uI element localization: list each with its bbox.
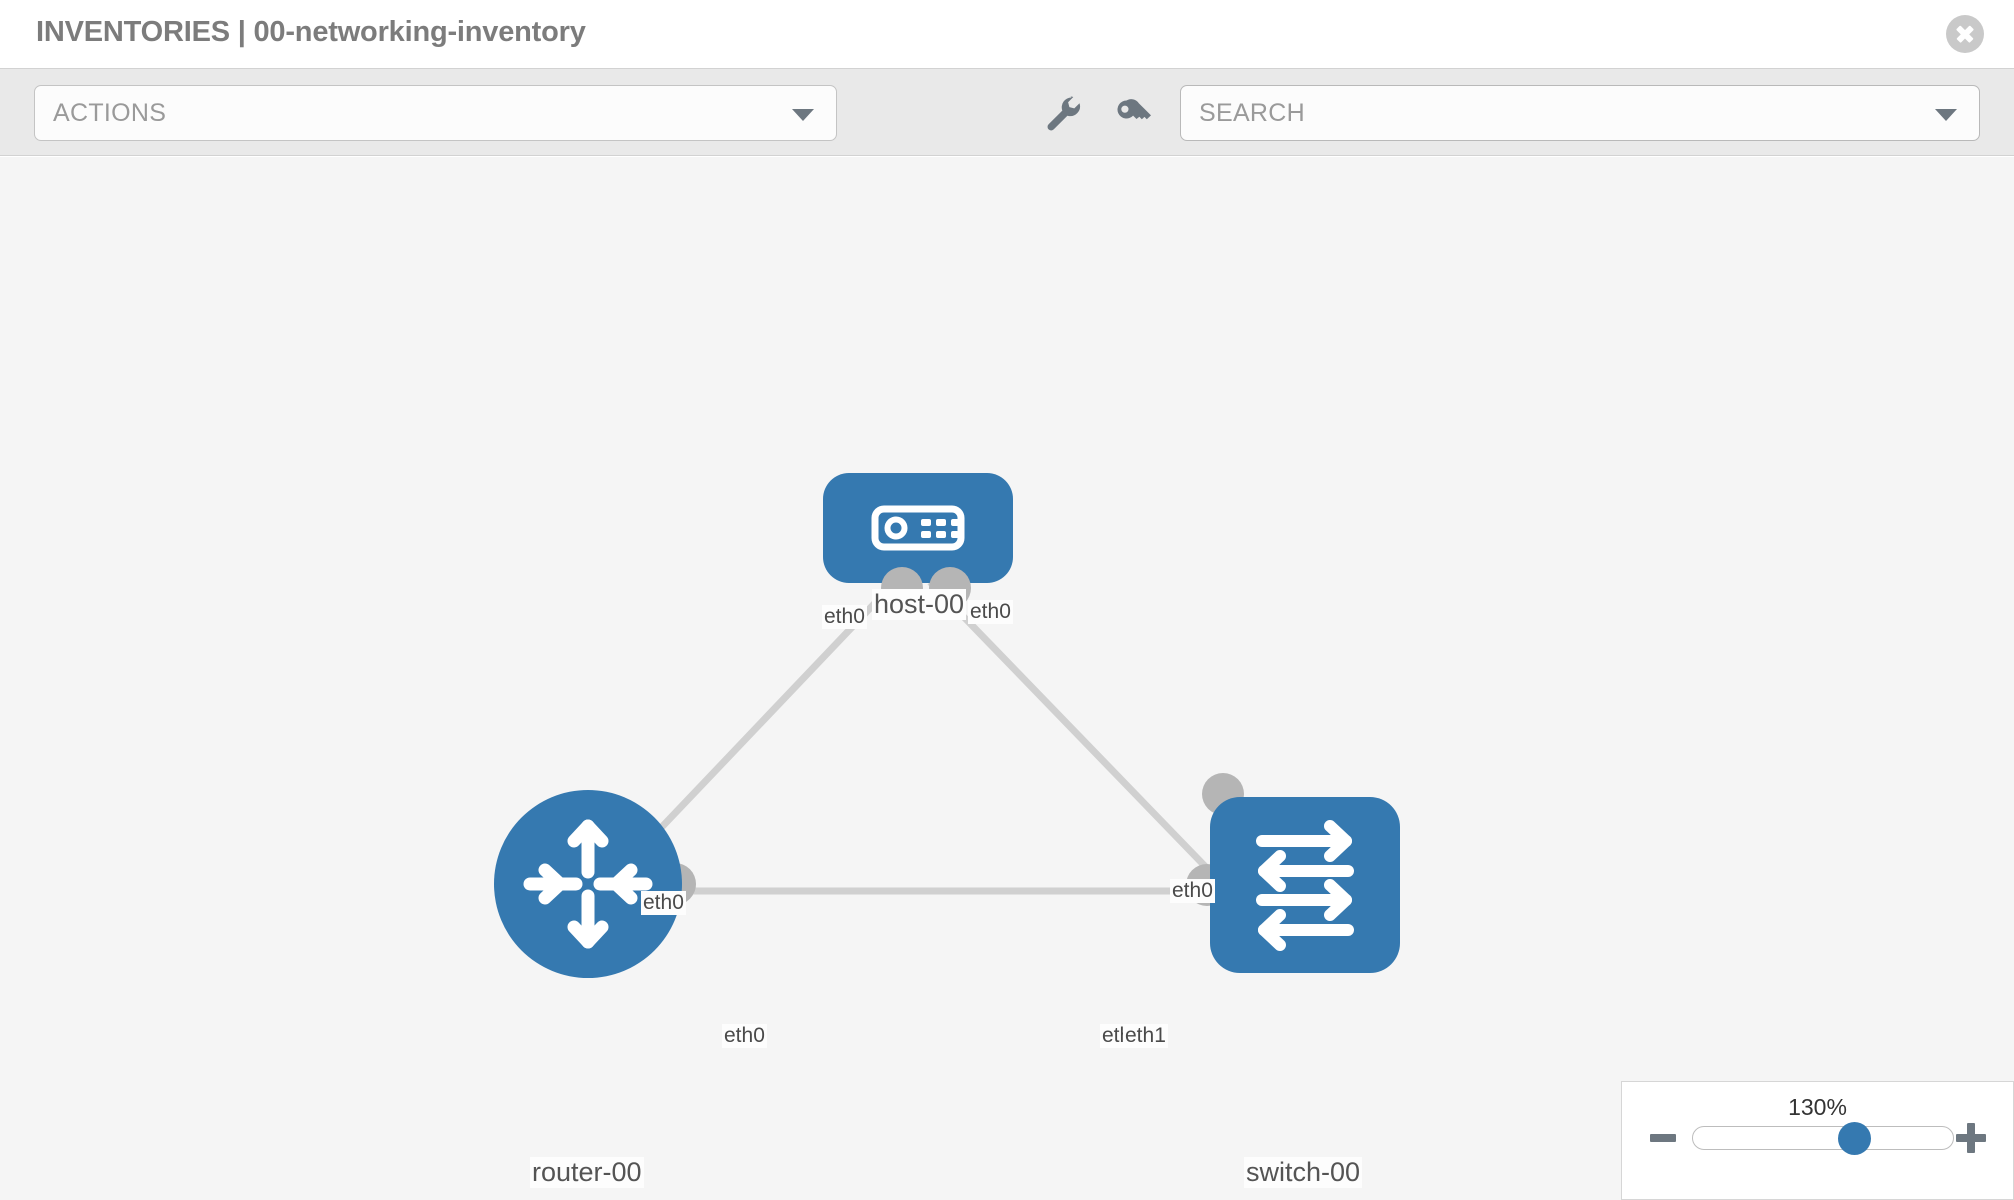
- switch-arrows-icon: [1256, 820, 1354, 951]
- key-icon[interactable]: [1110, 91, 1154, 135]
- node-host-00[interactable]: [823, 473, 1013, 609]
- wrench-icon[interactable]: [1040, 91, 1084, 135]
- switch-node-shape[interactable]: [1210, 797, 1400, 973]
- router-node-shape[interactable]: [494, 790, 682, 978]
- page-header: INVENTORIES | 00-networking-inventory: [0, 0, 2014, 68]
- page-title: INVENTORIES | 00-networking-inventory: [36, 16, 586, 48]
- iface-label-router-right: eth0: [722, 1024, 767, 1048]
- iface-label-host-right: eth0: [968, 600, 1013, 624]
- zoom-slider[interactable]: [1692, 1121, 1954, 1155]
- iface-label-router-up: eth0: [641, 891, 686, 915]
- actions-dropdown[interactable]: ACTIONS: [34, 85, 837, 141]
- topology-links: [597, 579, 1233, 895]
- plus-icon-vertical: [1967, 1123, 1975, 1153]
- zoom-in-button[interactable]: [1956, 1123, 1986, 1153]
- zoom-out-button[interactable]: [1650, 1134, 1676, 1142]
- node-router-00[interactable]: [494, 790, 696, 978]
- search-placeholder: SEARCH: [1199, 99, 1305, 127]
- node-label-router-00: router-00: [530, 1157, 644, 1188]
- zoom-slider-thumb[interactable]: [1837, 1121, 1871, 1155]
- node-label-host-00: host-00: [872, 589, 967, 620]
- node-label-switch-00: switch-00: [1244, 1157, 1363, 1188]
- toolbar: ACTIONS SEARCH: [0, 68, 2014, 156]
- iface-label-host-left: eth0: [822, 605, 867, 629]
- iface-label-switch-left: eth1: [1123, 1024, 1168, 1048]
- zoom-control-panel: 130%: [1621, 1081, 2014, 1200]
- node-switch-00[interactable]: [1186, 773, 1400, 973]
- router-arrows-icon: [523, 819, 653, 949]
- topology-canvas[interactable]: host-00 eth0 eth0 router-00 eth0 eth0: [0, 157, 2014, 1200]
- search-input[interactable]: SEARCH: [1180, 85, 1980, 141]
- link-host-switch: [927, 579, 1233, 895]
- actions-dropdown-label: ACTIONS: [53, 99, 167, 127]
- iface-label-switch-up: eth0: [1170, 879, 1215, 903]
- chevron-down-icon: [792, 109, 814, 121]
- server-icon: [871, 505, 965, 551]
- zoom-level-label: 130%: [1788, 1094, 1847, 1120]
- chevron-down-icon[interactable]: [1935, 109, 1957, 121]
- host-node-shape[interactable]: [823, 473, 1013, 583]
- close-icon[interactable]: [1946, 15, 1984, 53]
